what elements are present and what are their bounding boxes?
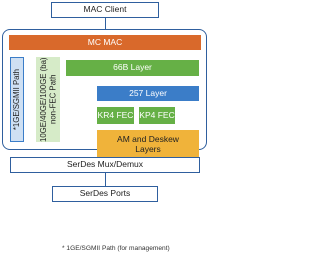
layer-66b-label: 66B Layer (113, 62, 152, 73)
kr4-fec-label: KR4 FEC (97, 109, 134, 120)
mac-client-label: MAC Client (83, 4, 127, 15)
layer-66b-block: 66B Layer (66, 60, 199, 76)
am-deskew-label: AM and Deskew Layers (117, 134, 179, 154)
layer-257-block: 257 Layer (97, 86, 199, 101)
serdes-ports-label: SerDes Ports (79, 188, 131, 199)
kp4-fec-label: KP4 FEC (139, 109, 175, 120)
mc-mac-label: MC MAC (87, 36, 123, 47)
sgmii-path-label: *1GE/SGMII Path (12, 68, 22, 131)
am-deskew-block: AM and Deskew Layers (97, 130, 199, 160)
sgmii-path-block: *1GE/SGMII Path (10, 57, 24, 142)
serdes-mux-box: SerDes Mux/Demux (10, 157, 200, 173)
connector-client-to-block (105, 17, 106, 30)
kr4-fec-block: KR4 FEC (97, 107, 134, 124)
mac-client-box: MAC Client (51, 2, 159, 18)
serdes-mux-label: SerDes Mux/Demux (66, 159, 144, 170)
layer-257-label: 257 Layer (129, 87, 167, 98)
non-fec-path-block: 10GE/40GE/100GE (ba) non-FEC Path (36, 57, 60, 142)
mc-mac-block: MC MAC (9, 35, 201, 50)
kp4-fec-block: KP4 FEC (139, 107, 175, 124)
serdes-ports-box: SerDes Ports (52, 186, 158, 202)
connector-mux-to-ports (105, 172, 106, 187)
footnote: * 1GE/SGMII Path (for management) (62, 245, 170, 252)
non-fec-path-label: 10GE/40GE/100GE (ba) non-FEC Path (38, 57, 57, 142)
